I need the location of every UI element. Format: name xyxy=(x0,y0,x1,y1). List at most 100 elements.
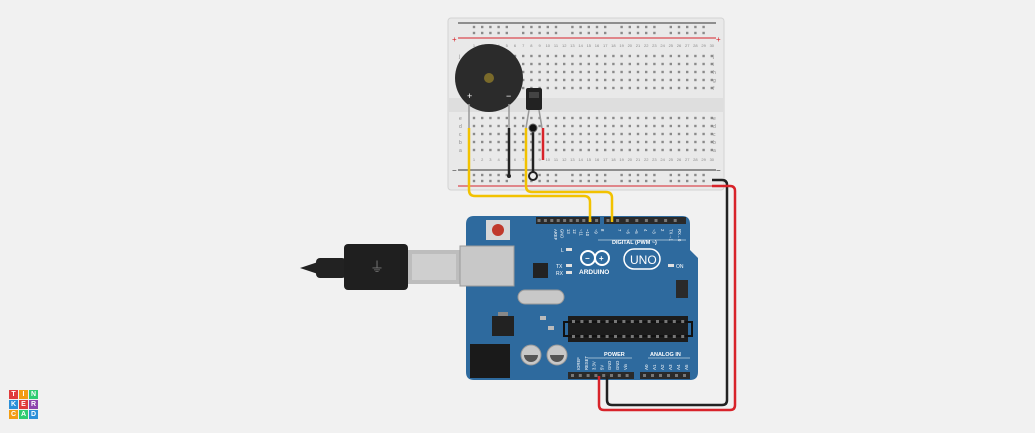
terminal-hole xyxy=(645,62,648,66)
voltage-regulator xyxy=(492,316,514,336)
terminal-hole xyxy=(579,62,582,66)
logo-letter: D xyxy=(29,410,38,419)
buzzer-hole xyxy=(484,73,494,83)
row-letter-right: g xyxy=(713,78,716,84)
terminal-hole xyxy=(563,54,566,58)
row-letter-right: c xyxy=(713,132,716,138)
terminal-hole xyxy=(694,124,697,128)
terminal-hole xyxy=(620,132,623,136)
header-pin xyxy=(625,219,629,222)
usb-cable-strain xyxy=(316,258,346,278)
column-number-bottom: 23 xyxy=(652,157,657,162)
terminal-hole xyxy=(481,124,484,128)
logo-letter: I xyxy=(19,390,28,399)
reset-button[interactable] xyxy=(492,224,504,236)
column-number-bottom: 15 xyxy=(587,157,592,162)
chip-pin xyxy=(681,335,685,338)
column-number-top: 20 xyxy=(628,43,633,48)
led-l xyxy=(566,248,572,251)
terminal-hole xyxy=(522,148,525,152)
terminal-hole xyxy=(702,148,705,152)
terminal-hole xyxy=(677,124,681,128)
terminal-hole xyxy=(587,78,590,82)
terminal-hole xyxy=(636,124,640,128)
capacitor-2-mark xyxy=(550,355,564,362)
terminal-hole xyxy=(645,78,648,82)
terminal-hole xyxy=(612,148,615,152)
terminal-hole xyxy=(620,54,623,58)
header-pin xyxy=(594,374,598,377)
digital-pin-label: 2 xyxy=(660,229,665,232)
column-number-top: 23 xyxy=(652,43,657,48)
terminal-hole xyxy=(686,116,689,120)
rail-hole xyxy=(546,31,549,35)
terminal-hole xyxy=(604,116,607,120)
terminal-hole xyxy=(628,132,631,136)
small-component[interactable] xyxy=(525,88,543,129)
chip-pin xyxy=(572,320,575,323)
header-pin xyxy=(537,219,541,222)
power-pin-label: Vin xyxy=(623,363,628,370)
column-number-top: 13 xyxy=(570,43,575,48)
piezo-buzzer[interactable]: + − xyxy=(455,44,523,128)
terminal-hole xyxy=(677,70,681,74)
yellow-wire-buzzer[interactable] xyxy=(467,128,592,222)
header-pin xyxy=(667,374,670,377)
rail-hole xyxy=(481,179,484,183)
terminal-hole xyxy=(620,70,623,74)
led-tx xyxy=(566,264,572,267)
rail-hole xyxy=(628,179,631,183)
terminal-hole xyxy=(579,86,582,90)
breadboard-wires[interactable] xyxy=(507,123,545,181)
red-wire-5v[interactable] xyxy=(597,184,737,412)
terminal-hole xyxy=(669,62,672,66)
row-letter-right: i xyxy=(713,62,714,68)
terminal-hole xyxy=(661,54,664,58)
terminal-hole xyxy=(481,140,484,144)
terminal-hole xyxy=(686,148,689,152)
terminal-hole xyxy=(686,78,689,82)
terminal-hole xyxy=(604,132,607,136)
terminal-hole xyxy=(546,116,549,120)
atmega-pins xyxy=(572,320,685,338)
terminal-hole xyxy=(587,62,590,66)
terminal-hole xyxy=(563,86,566,90)
yellow-wire-component[interactable] xyxy=(524,128,614,222)
terminal-hole xyxy=(579,54,582,58)
column-number-top: 17 xyxy=(603,43,608,48)
digital-pin-label: 4 xyxy=(643,229,648,232)
terminal-hole xyxy=(636,86,640,90)
rail-hole xyxy=(497,25,500,29)
column-number-top: 24 xyxy=(660,43,665,48)
power-pin-label: 3.3V xyxy=(592,361,597,370)
column-number-bottom: 20 xyxy=(628,157,633,162)
rail-hole xyxy=(636,173,640,177)
terminal-hole xyxy=(571,78,574,82)
rail-hole xyxy=(653,173,656,177)
header-pin xyxy=(673,219,677,222)
terminal-hole xyxy=(571,132,574,136)
logo-letter: A xyxy=(19,410,28,419)
terminal-hole xyxy=(579,140,582,144)
breadboard-center-channel xyxy=(448,98,724,112)
terminal-hole xyxy=(595,148,599,152)
connection-wires[interactable] xyxy=(467,128,737,412)
terminal-hole xyxy=(513,116,517,120)
rail-hole xyxy=(620,179,623,183)
rail-hole xyxy=(505,179,508,183)
digital-pin-label: AREF xyxy=(553,229,558,241)
rail-hole xyxy=(645,31,648,35)
column-number-top: 12 xyxy=(562,43,567,48)
black-wire-gnd[interactable] xyxy=(605,178,729,407)
top-rail-plus-label-right: + xyxy=(716,35,721,44)
terminal-hole xyxy=(538,70,541,74)
terminal-hole xyxy=(546,70,549,74)
terminal-hole xyxy=(587,54,590,58)
terminal-hole xyxy=(497,124,500,128)
column-number-top: 18 xyxy=(611,43,616,48)
rail-hole xyxy=(530,179,533,183)
